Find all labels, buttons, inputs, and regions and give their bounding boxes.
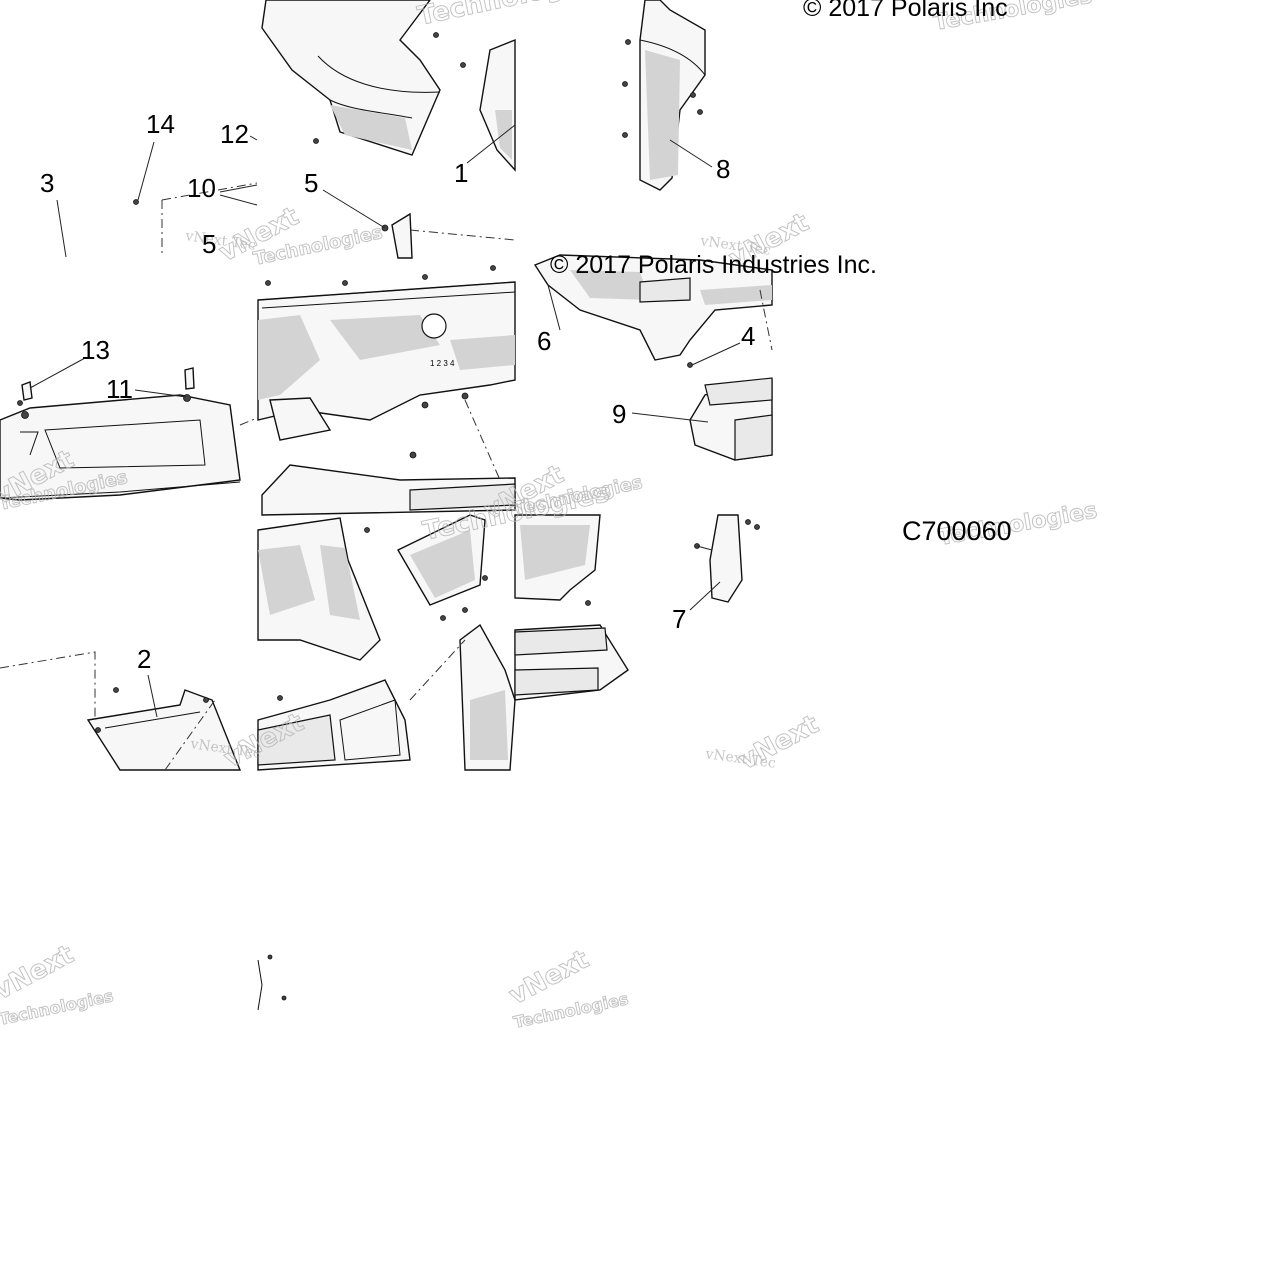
lower-strip-fragment: [257, 954, 287, 1011]
leader-2: [147, 674, 158, 718]
side-mudguard-8: [622, 0, 706, 191]
side-mudguard-inner: [459, 623, 516, 771]
leader-13: [29, 357, 86, 389]
leader-4: [691, 342, 741, 366]
callout-numbers: 1 2 3 4 5 5 6 7 8 9 10 11 12 13 14: [40, 109, 755, 674]
leader-10: [219, 184, 258, 193]
lower-grille-left: [257, 679, 411, 771]
leader-9: [631, 412, 709, 423]
callout-5: 5: [304, 168, 318, 198]
tile7-bolts: [277, 527, 488, 701]
grille-insert-9: [689, 377, 773, 461]
callout-5-secondary: 5: [202, 229, 216, 259]
leader-14: [137, 141, 155, 201]
leader-7: [689, 581, 721, 611]
side-trim-7: [585, 514, 760, 606]
callout-3: 3: [40, 168, 54, 198]
figure-code: C700060: [902, 516, 1012, 546]
leader-11: [134, 389, 187, 398]
grille-lower-right: [514, 624, 629, 701]
leader-10b: [219, 194, 258, 206]
dash-line: [464, 399, 501, 481]
splash-guard: [397, 514, 486, 606]
leader-7b: [696, 545, 713, 551]
callout-8: 8: [716, 154, 730, 184]
hood-panel: [0, 394, 241, 501]
copyright-text: © 2017 Polaris Inc: [803, 0, 1008, 22]
front-fender-6: [533, 254, 773, 368]
leader-8: [669, 139, 713, 168]
dash-line: [239, 417, 258, 426]
dash-line: [0, 651, 96, 720]
dash-line: [409, 229, 516, 241]
callout-4: 4: [741, 321, 755, 351]
svg-text:1 2 3 4: 1 2 3 4: [430, 359, 455, 368]
dash-line: [164, 699, 216, 771]
inner-body-panel: [257, 517, 381, 661]
callout-1: 1: [454, 158, 468, 188]
lower-grille-center: [261, 464, 516, 516]
watermark-sub: Technologies: [415, 0, 607, 32]
callout-6: 6: [537, 326, 551, 356]
leader-3: [56, 199, 67, 258]
hood-latches: [17, 367, 195, 419]
front-upper-fairing: [261, 0, 441, 156]
callout-11: 11: [106, 374, 133, 404]
callout-2: 2: [137, 644, 151, 674]
copyright-text-secondary: © 2017 Polaris Industries Inc.: [550, 251, 877, 279]
leader-6: [547, 284, 561, 331]
dash-line: [409, 639, 466, 701]
callout-9: 9: [612, 399, 626, 429]
callout-13: 13: [81, 335, 110, 365]
leader-5: [322, 189, 386, 229]
callout-14: 14: [146, 109, 175, 139]
callout-7: 7: [672, 604, 686, 634]
bracket-5: [391, 212, 413, 259]
front-body-assembly: 1 2 3 4: [257, 265, 516, 459]
side-lower-panel-2: [86, 687, 242, 771]
side-panel-1: [479, 38, 516, 172]
leader-1: [466, 124, 516, 164]
lower-fender-right: [514, 514, 601, 601]
watermark-brand: vNext: [734, 710, 824, 777]
leader-12: [249, 135, 258, 141]
callout-12: 12: [220, 119, 249, 149]
callout-10: 10: [187, 173, 216, 203]
dash-line: [161, 182, 258, 201]
